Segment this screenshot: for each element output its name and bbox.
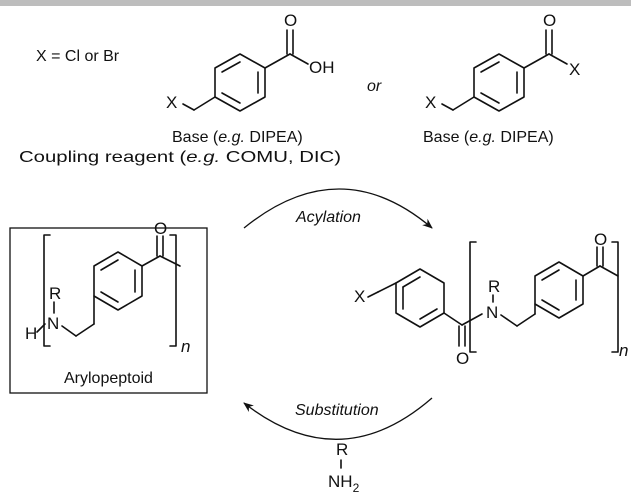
arylopeptoid-structure: n H N R O Arylopeptoid xyxy=(25,219,190,387)
substitution-arrow xyxy=(243,397,433,440)
r-group: R xyxy=(488,277,500,296)
amine-reagent: R NH2 xyxy=(328,440,360,495)
halogen-x: X xyxy=(425,93,436,112)
acyl-halogen-x: X xyxy=(569,60,580,79)
top-divider xyxy=(0,0,631,6)
right-conditions: Base (e.g. DIPEA) xyxy=(423,129,554,146)
x-definition-label: X = Cl or Br xyxy=(36,48,120,65)
hydroxyl-group: OH xyxy=(309,58,335,77)
terminal-h: H xyxy=(25,324,37,343)
arylopeptoid-box xyxy=(9,227,208,394)
left-conditions-line1: Base (e.g. DIPEA) xyxy=(172,129,303,146)
halogen-x: X xyxy=(354,287,365,306)
acylated-intermediate: X O n N R O xyxy=(354,230,628,368)
r-group: R xyxy=(49,284,61,303)
acylation-label: Acylation xyxy=(295,209,361,226)
amine-nh: NH2 xyxy=(328,472,360,495)
carbonyl-oxygen: O xyxy=(154,219,167,238)
reagent-benzoic-acid: O OH X xyxy=(166,11,335,112)
amide-oxygen: O xyxy=(456,349,469,368)
arylopeptoid-label: Arylopeptoid xyxy=(64,370,153,387)
halogen-x: X xyxy=(166,93,177,112)
reagent-benzoyl-halide: O X X xyxy=(425,11,580,112)
nitrogen: N xyxy=(47,314,59,333)
or-label: or xyxy=(367,78,382,95)
acylation-arrow xyxy=(243,188,433,229)
substitution-label: Substitution xyxy=(295,402,379,419)
repeat-n: n xyxy=(619,341,628,360)
repeat-n: n xyxy=(181,337,190,356)
carbonyl-oxygen: O xyxy=(594,230,607,249)
carbonyl-oxygen: O xyxy=(543,11,556,30)
nitrogen: N xyxy=(486,303,498,322)
carbonyl-oxygen: O xyxy=(284,11,297,30)
amine-r-group: R xyxy=(336,440,348,459)
left-conditions-line2: Coupling reagent (e.g. COMU, DIC) xyxy=(19,149,341,166)
